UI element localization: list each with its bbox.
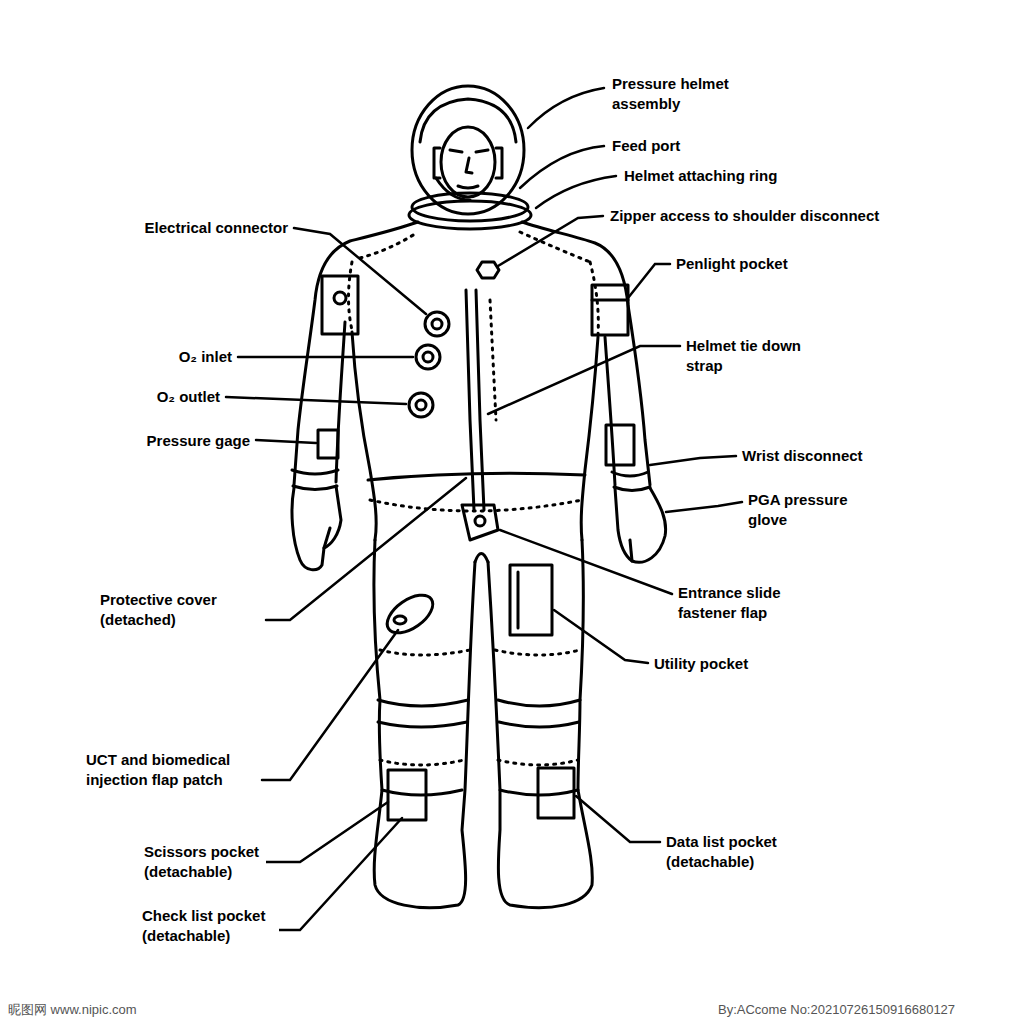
seam-dots bbox=[380, 650, 470, 655]
part-label: O₂ outlet bbox=[155, 387, 222, 407]
leader-line bbox=[488, 346, 680, 414]
suit-outline bbox=[450, 150, 488, 188]
suit-outline bbox=[606, 425, 634, 465]
leader-line bbox=[498, 216, 603, 266]
leader-line bbox=[536, 176, 616, 208]
suit-outline bbox=[322, 276, 358, 334]
leader-line bbox=[256, 440, 316, 443]
suit-outline bbox=[318, 430, 338, 458]
suit-outline bbox=[434, 148, 502, 178]
part-label: Pressure helmet assembly bbox=[610, 74, 739, 113]
part-label: Zipper access to shoulder disconnect bbox=[608, 206, 881, 226]
suit-outline bbox=[441, 127, 495, 197]
part-label: O₂ inlet bbox=[177, 347, 234, 367]
part-label: PGA pressure glove bbox=[746, 490, 870, 529]
suit-outline bbox=[488, 540, 592, 908]
leader-line bbox=[262, 818, 402, 930]
seam-dots bbox=[590, 262, 598, 335]
suit-outline bbox=[477, 262, 499, 278]
suit-outline bbox=[425, 312, 449, 336]
suit-outline bbox=[388, 770, 426, 820]
part-label: Pressure gage bbox=[145, 431, 252, 451]
seam-dots bbox=[380, 760, 464, 765]
suit-outline bbox=[394, 616, 406, 624]
watermark: By:ACcome No:20210726150916680127 bbox=[716, 1002, 957, 1019]
suit-outline bbox=[517, 572, 520, 628]
part-label: Penlight pocket bbox=[674, 254, 790, 274]
part-label: Protective cover (detached) bbox=[98, 590, 224, 629]
leader-line bbox=[554, 610, 648, 663]
part-label: Helmet attaching ring bbox=[622, 166, 779, 186]
part-label: Wrist disconnect bbox=[740, 446, 865, 466]
suit-outline bbox=[436, 178, 470, 200]
suit-outline bbox=[612, 472, 650, 491]
suit-outline bbox=[432, 319, 442, 329]
suit-outline bbox=[378, 700, 468, 727]
part-label: Entrance slide fastener flap bbox=[676, 583, 795, 622]
suit-outline bbox=[409, 201, 531, 229]
seam-dots bbox=[495, 650, 580, 655]
leader-line bbox=[226, 397, 406, 404]
suit-outline bbox=[292, 470, 338, 490]
suit-outline bbox=[498, 700, 580, 727]
part-label: UCT and biomedical injection flap patch bbox=[84, 750, 248, 789]
leader-line bbox=[628, 264, 670, 298]
part-label: Feed port bbox=[610, 136, 682, 156]
suit-outline bbox=[324, 528, 330, 548]
suit-outline bbox=[374, 540, 475, 908]
part-label: Check list pocket (detachable) bbox=[140, 906, 279, 945]
suit-outline bbox=[510, 565, 552, 635]
leader-line bbox=[500, 530, 672, 594]
suit-outline bbox=[381, 588, 440, 641]
seam-dots bbox=[490, 300, 496, 420]
part-label: Scissors pocket (detachable) bbox=[142, 842, 266, 881]
leader-line bbox=[528, 88, 604, 128]
suit-outline bbox=[368, 473, 585, 480]
leader-line bbox=[266, 478, 466, 620]
suit-outline bbox=[538, 768, 574, 818]
seam-dots bbox=[349, 262, 353, 330]
suit-outline bbox=[352, 332, 376, 540]
suit-outline bbox=[292, 486, 341, 570]
suit-outline bbox=[475, 554, 488, 563]
suit-outline bbox=[466, 290, 484, 510]
leader-line bbox=[650, 456, 736, 465]
leader-line bbox=[576, 796, 660, 842]
seam-dots bbox=[370, 500, 582, 511]
suit-outline bbox=[334, 292, 346, 304]
suit-outline bbox=[416, 400, 426, 410]
part-label: Helmet tie down strap bbox=[684, 336, 818, 375]
suit-outline bbox=[412, 193, 528, 221]
watermark: 昵图网 www.nipic.com bbox=[6, 1002, 139, 1019]
leader-line bbox=[666, 502, 742, 512]
leader-line bbox=[238, 356, 413, 359]
suit-outline bbox=[294, 222, 418, 485]
suit-outline bbox=[475, 516, 485, 526]
suit-outline bbox=[416, 345, 440, 369]
leader-line bbox=[294, 228, 426, 314]
suit-outline bbox=[630, 540, 632, 561]
leader-line bbox=[262, 630, 398, 780]
suit-outline bbox=[615, 488, 666, 562]
seam-dots bbox=[349, 232, 599, 765]
suit-outline bbox=[409, 393, 433, 417]
part-label: Data list pocket (detachable) bbox=[664, 832, 793, 871]
seam-dots bbox=[498, 760, 578, 765]
suit-outline bbox=[423, 352, 433, 362]
part-label: Utility pocket bbox=[652, 654, 750, 674]
suit-outline bbox=[382, 790, 578, 795]
seam-dots bbox=[360, 232, 418, 258]
suit-outline bbox=[420, 99, 516, 142]
part-label: Electrical connector bbox=[143, 218, 290, 238]
